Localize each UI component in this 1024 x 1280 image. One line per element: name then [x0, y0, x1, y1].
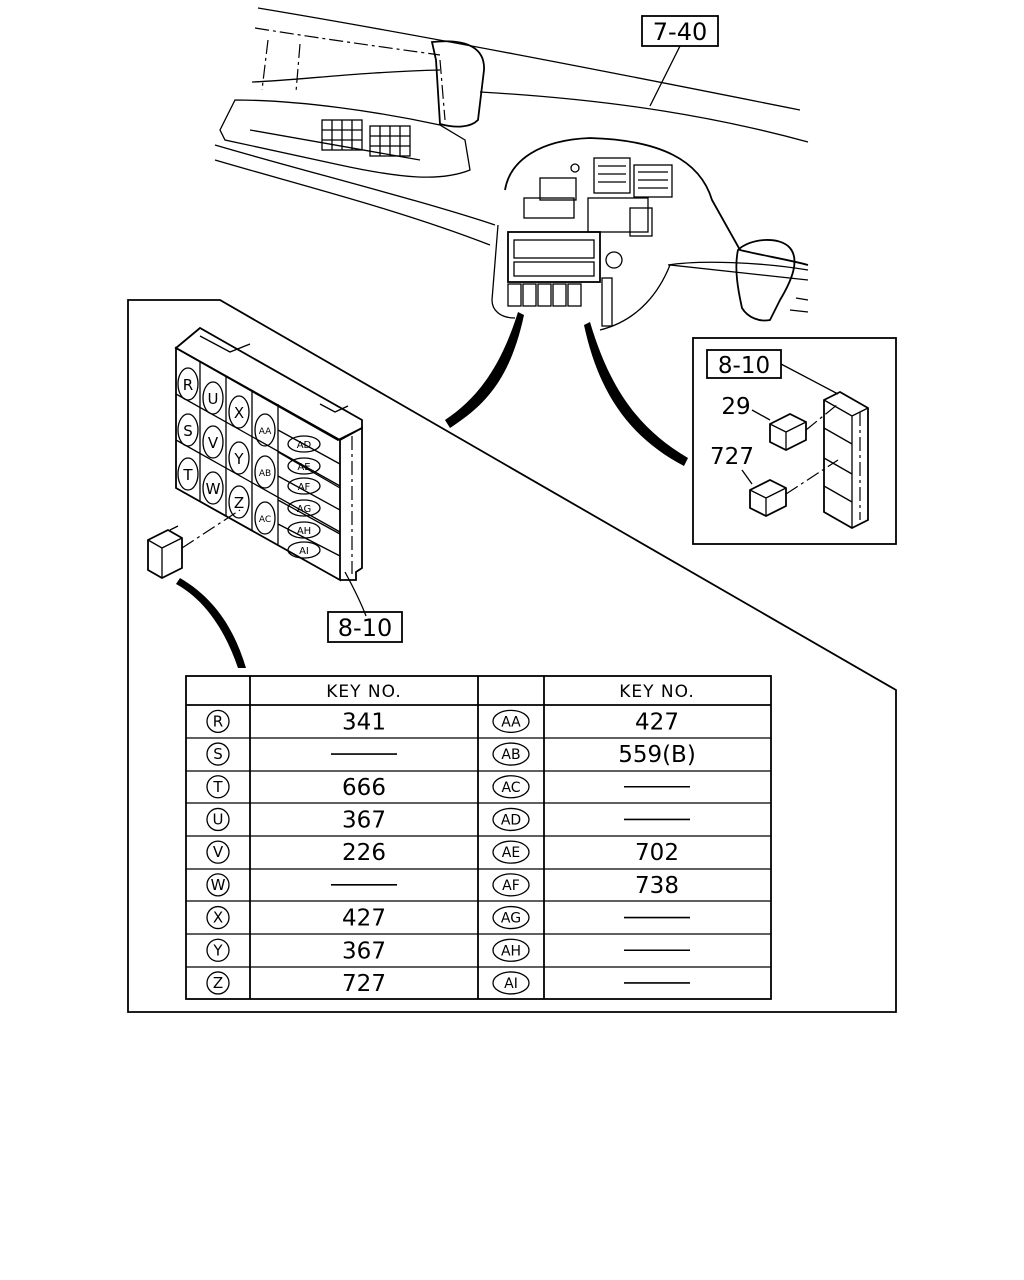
table-slot-r: R — [213, 712, 223, 730]
slot-AH: AH — [297, 526, 311, 537]
table-slot-ae: AE — [502, 845, 520, 861]
table-slot-ac: AC — [501, 780, 520, 796]
table-key-y: 367 — [342, 938, 386, 964]
slot-AF: AF — [298, 482, 311, 493]
slot-badge-t — [206, 775, 230, 799]
slot-badge-x — [206, 905, 230, 930]
callout-8-10-block-label: 8-10 — [338, 614, 392, 642]
table-slot-ad: AD — [501, 812, 521, 828]
table-slot-z: Z — [213, 974, 223, 992]
table-key-x: 427 — [342, 906, 386, 932]
table-key-u: 367 — [342, 807, 386, 833]
slot-badge-ab — [492, 742, 530, 766]
slot-AC: AC — [259, 515, 271, 525]
slot-S: S — [183, 422, 193, 440]
table-slot-ab: AB — [501, 747, 520, 763]
slot-badge-af — [492, 873, 530, 897]
slot-badge-s — [206, 742, 230, 766]
slot-AE: AE — [297, 462, 310, 473]
slot-AA: AA — [259, 427, 272, 437]
console-button-row — [507, 283, 582, 307]
table-key-r: 341 — [342, 709, 386, 735]
table-key-ae: 702 — [635, 840, 679, 866]
slot-U: U — [208, 390, 219, 408]
slot-AD: AD — [297, 440, 312, 451]
inset-part-727: 727 — [710, 444, 754, 470]
inset-part-29: 29 — [721, 394, 750, 420]
table-slot-w: W — [211, 876, 226, 894]
table-slot-ag: AG — [501, 911, 521, 927]
detail-frame — [127, 299, 897, 1013]
table-key-ab: 559(B) — [618, 742, 696, 768]
pointer-arrow-left — [445, 312, 524, 428]
tray-fuse-grid-right — [369, 125, 411, 157]
table-key-t: 666 — [342, 775, 386, 801]
loose-relay — [147, 509, 241, 580]
relay-block — [174, 326, 363, 582]
table-slot-aa: AA — [501, 714, 521, 730]
table-slot-v: V — [213, 843, 224, 861]
table-key-z: 727 — [342, 971, 386, 997]
slot-badge-w — [206, 873, 230, 897]
slot-badge-ai — [492, 971, 530, 995]
slot-badge-y — [206, 938, 230, 962]
callout-7-40: 7-40 — [641, 15, 719, 47]
slot-W: W — [206, 480, 221, 498]
table-slot-s: S — [213, 745, 223, 763]
slot-badge-ag — [492, 905, 530, 930]
inset-box: 8-10 29 727 — [692, 337, 897, 545]
slot-badge-ah — [492, 938, 530, 962]
slot-X: X — [234, 404, 244, 422]
tray-fuse-grid-left — [321, 119, 363, 151]
table-slot-t: T — [212, 778, 223, 796]
slot-R: R — [183, 376, 193, 394]
table-key-v: 226 — [342, 840, 386, 866]
slot-V: V — [208, 434, 219, 452]
table-slot-ai: AI — [504, 976, 518, 992]
table-header-key-right: KEY NO. — [619, 682, 695, 702]
slot-badge-z — [206, 971, 230, 995]
slot-badge-v — [206, 840, 230, 864]
pointer-arrow-right — [584, 322, 688, 466]
slot-badge-ad — [492, 807, 530, 832]
slot-T: T — [182, 466, 193, 484]
table-slot-u: U — [213, 810, 224, 828]
table-slot-y: Y — [212, 941, 223, 959]
table-key-aa: 427 — [635, 709, 679, 735]
table-slot-af: AF — [502, 878, 520, 894]
slot-badge-r — [206, 709, 230, 733]
slot-badge-aa — [492, 709, 530, 733]
slot-badge-ac — [492, 775, 530, 799]
block-slot-labels: R S T U V W X Y Z AA AB AC AD AE AF AG — [177, 367, 321, 559]
table-slot-x: X — [213, 909, 223, 927]
slot-AB: AB — [259, 469, 271, 479]
table-header-key-left: KEY NO. — [326, 682, 402, 702]
callout-8-10-block: 8-10 — [327, 611, 403, 643]
center-vents — [593, 157, 673, 198]
slot-badge-u — [206, 807, 230, 832]
slot-AI: AI — [299, 546, 309, 557]
table-key-af: 738 — [635, 873, 679, 899]
slot-AG: AG — [297, 504, 311, 515]
inset-ref-label: 8-10 — [718, 353, 770, 379]
table-slot-ah: AH — [501, 943, 521, 959]
slot-Y: Y — [233, 450, 244, 468]
callout-7-40-label: 7-40 — [653, 18, 707, 46]
pointer-arrow-table — [176, 578, 246, 668]
dashboard-illustration — [214, 7, 809, 331]
slot-badge-ae — [492, 840, 530, 864]
slot-Z: Z — [234, 494, 244, 512]
